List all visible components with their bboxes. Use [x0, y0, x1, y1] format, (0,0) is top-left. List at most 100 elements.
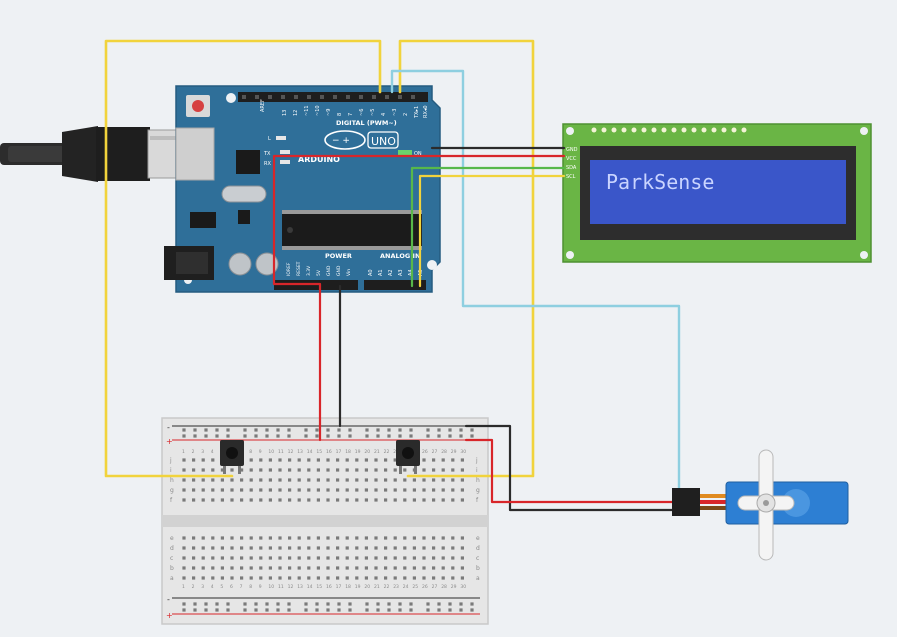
- column-number: 25: [412, 584, 418, 590]
- digital-pin-label: 7: [348, 113, 354, 116]
- board-model: UNO: [371, 135, 396, 148]
- column-number: 19: [355, 584, 361, 590]
- pushbutton-left[interactable]: [220, 440, 244, 474]
- column-number: 16: [326, 449, 332, 455]
- rail-minus-label: -: [167, 595, 170, 604]
- column-number: 13: [297, 584, 303, 590]
- rail-plus-label: +: [166, 437, 173, 446]
- digital-pin-label: 13: [282, 110, 288, 116]
- column-number: 24: [403, 584, 409, 590]
- lcd-screen: [590, 160, 846, 224]
- column-number: 15: [316, 584, 322, 590]
- column-number: 1: [182, 584, 185, 590]
- row-letter: g: [170, 487, 174, 494]
- analog-pin-label: A0: [368, 269, 374, 276]
- wire-blue-servo-signal: [390, 69, 681, 492]
- row-letter: f: [170, 497, 173, 504]
- power-pin-label: IOREF: [286, 262, 292, 276]
- column-number: 19: [355, 449, 361, 455]
- column-number: 2: [192, 584, 195, 590]
- wire-red-5v: [272, 230, 322, 442]
- digital-pin-label: ~3: [392, 109, 398, 116]
- column-number: 9: [259, 584, 262, 590]
- column-number: 4: [211, 584, 214, 590]
- power-pin-label: Vin: [346, 269, 352, 276]
- column-number: 1: [182, 449, 185, 455]
- wire-red-lcd-vcc: [272, 154, 566, 234]
- rx-led-label: RX: [264, 161, 271, 167]
- lcd-pin-label: SCL: [566, 174, 576, 180]
- column-number: 12: [288, 449, 294, 455]
- digital-pin-label: ~11: [304, 105, 310, 116]
- column-number: 29: [451, 584, 457, 590]
- wire-yellow-lcd-scl: [418, 174, 566, 288]
- servo-horn-icon: [737, 449, 795, 561]
- column-number: 12: [288, 584, 294, 590]
- column-number: 14: [307, 449, 313, 455]
- analog-header: [364, 280, 426, 290]
- column-number: 3: [201, 449, 204, 455]
- lcd-pin-label: SDA: [566, 165, 577, 171]
- row-letter: b: [476, 565, 480, 572]
- digital-pin-label: ~9: [326, 109, 332, 116]
- column-number: 9: [259, 449, 262, 455]
- pushbutton-right[interactable]: [396, 440, 420, 474]
- column-number: 21: [374, 449, 380, 455]
- column-number: 10: [268, 449, 274, 455]
- on-led-label: ON: [414, 151, 422, 157]
- breadboard-labels: jjiihhggffeeddccbbaa11223344556677889910…: [169, 449, 480, 590]
- digital-pin-label: 8: [337, 113, 343, 116]
- breadboard-holes: [182, 428, 474, 612]
- l-led-label: L: [268, 136, 271, 142]
- wire-green-lcd-sda: [410, 166, 566, 288]
- lcd-pin-label: VCC: [566, 156, 577, 162]
- column-number: 14: [307, 584, 313, 590]
- row-letter: i: [170, 467, 172, 474]
- column-number: 11: [278, 584, 284, 590]
- digital-pin-label: 2: [403, 113, 409, 116]
- column-number: 26: [422, 449, 428, 455]
- column-number: 18: [345, 449, 351, 455]
- analog-header-label: ANALOG IN: [380, 252, 420, 260]
- column-number: 17: [336, 449, 342, 455]
- column-number: 23: [393, 584, 399, 590]
- row-letter: h: [170, 477, 174, 484]
- column-number: 22: [384, 584, 390, 590]
- column-number: 20: [364, 584, 370, 590]
- column-number: 4: [211, 449, 214, 455]
- row-letter: d: [170, 545, 174, 552]
- column-number: 5: [220, 584, 223, 590]
- digital-header-label: DIGITAL (PWM~): [336, 119, 397, 127]
- column-number: 10: [268, 584, 274, 590]
- svg-text:− +: − +: [332, 136, 350, 146]
- power-jack: [164, 246, 214, 280]
- column-number: 15: [316, 449, 322, 455]
- reset-button[interactable]: [186, 95, 210, 117]
- column-number: 28: [441, 584, 447, 590]
- column-number: 27: [432, 584, 438, 590]
- column-number: 29: [451, 449, 457, 455]
- digital-pin-label: ~5: [370, 109, 376, 116]
- row-letter: a: [170, 575, 174, 582]
- breadboard: - + - + jjiihhggffeeddccbbaa112233445566…: [161, 417, 489, 625]
- column-number: 26: [422, 584, 428, 590]
- digital-pin-label: 12: [293, 110, 299, 116]
- arduino-logo-icon: − + UNO: [324, 130, 399, 150]
- column-number: 3: [201, 584, 204, 590]
- column-number: 20: [364, 449, 370, 455]
- column-number: 16: [326, 584, 332, 590]
- lcd-display-text: ParkSense: [606, 170, 714, 194]
- column-number: 6: [230, 584, 233, 590]
- power-pin-label: 3.3V: [306, 265, 312, 276]
- power-header-label: POWER: [325, 252, 352, 260]
- board-brand: ARDUINO: [298, 155, 340, 164]
- digital-pin-label: ~6: [359, 109, 365, 116]
- row-letter: b: [170, 565, 174, 572]
- column-number: 22: [384, 449, 390, 455]
- aref-label: AREF: [260, 99, 266, 112]
- power-pin-label: 5V: [316, 269, 322, 276]
- wire-yellow-button-left: [104, 39, 382, 478]
- analog-pin-label: A2: [388, 269, 394, 276]
- column-number: 28: [441, 449, 447, 455]
